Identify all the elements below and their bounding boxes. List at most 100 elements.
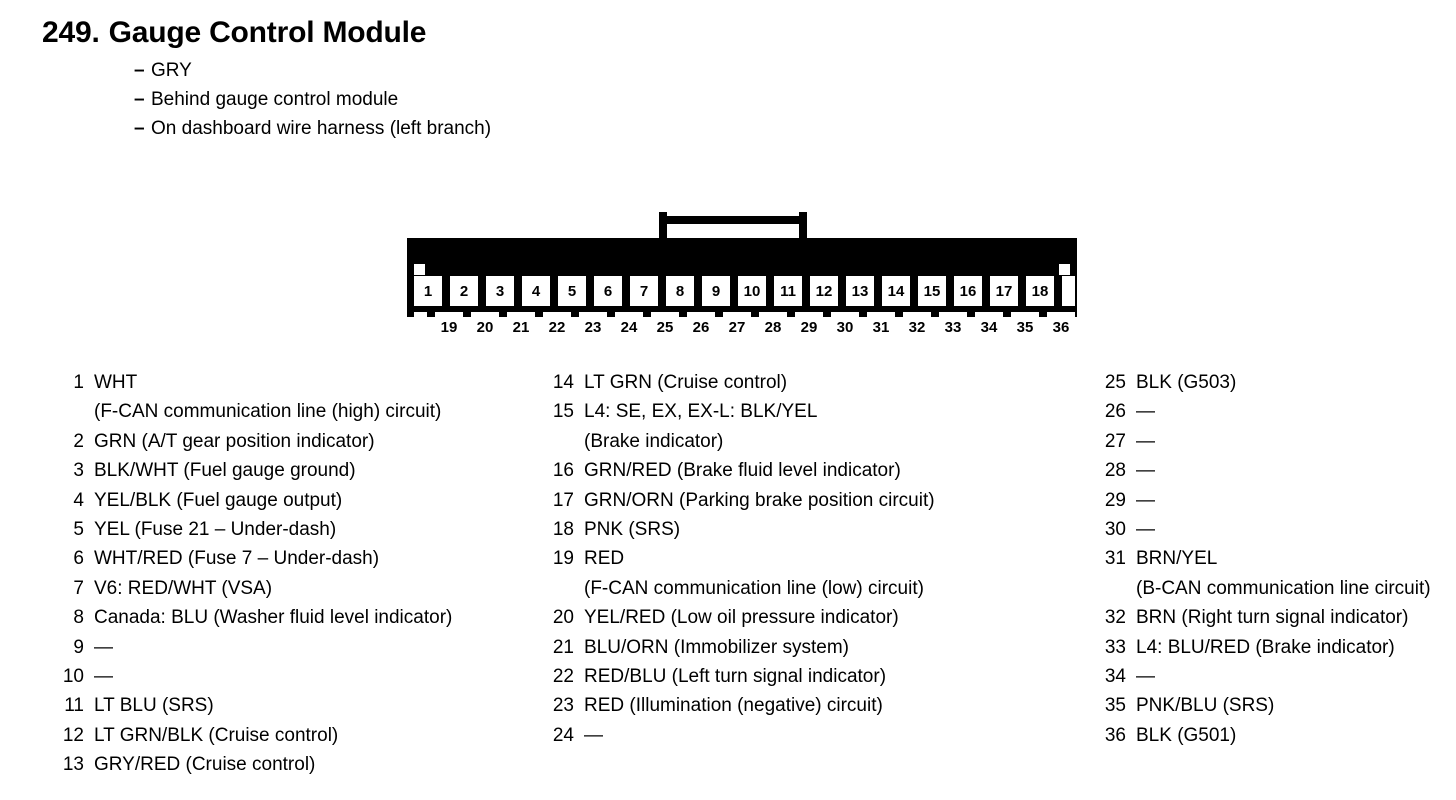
connector-pin-26[interactable]: 26 [687,312,715,342]
connector-pin-17[interactable]: 17 [990,276,1018,306]
connector-pin-23[interactable]: 23 [579,312,607,342]
legend-pin-description-line1: PNK/BLU (SRS) [1136,695,1275,717]
connector-pin-13[interactable]: 13 [846,276,874,306]
legend-pin-number: 16 [552,460,574,482]
legend-entry-pin-9: 9— [58,633,495,662]
legend-entry-pin-5: 5 YEL (Fuse 21 – Under-dash) [58,515,495,544]
descriptor-list: –GRY–Behind gauge control module–On dash… [42,56,491,143]
connector-blank-cavity-bottom-left [414,312,427,342]
legend-pin-description-line1: — [1136,401,1155,423]
legend-pin-description-line1: YEL (Fuse 21 – Under-dash) [94,519,337,541]
legend-pin-description: — [1136,662,1155,691]
connector-pin-19[interactable]: 19 [435,312,463,342]
legend-entry-pin-6: 6 WHT/RED (Fuse 7 – Under-dash) [58,544,495,573]
connector-pin-20[interactable]: 20 [471,312,499,342]
legend-pin-description: BLU/ORN (Immobilizer system) [584,633,849,662]
connector-pin-6[interactable]: 6 [594,276,622,306]
connector-pin-8[interactable]: 8 [666,276,694,306]
legend-pin-number: 35 [1104,695,1126,717]
legend-pin-description-line2: (F-CAN communication line (low) circuit) [584,577,924,599]
legend-pin-number: 3 [73,460,84,482]
legend-pin-description-line1: BLK/WHT (Fuel gauge ground) [94,460,356,482]
legend-pin-number: 6 [73,548,84,570]
connector-pin-29[interactable]: 29 [795,312,823,342]
connector-pin-30[interactable]: 30 [831,312,859,342]
legend-pin-description-line1: L4: BLU/RED (Brake indicator) [1136,636,1395,658]
legend-pin-description-line1: BRN/YEL [1136,548,1218,570]
connector-pin-31[interactable]: 31 [867,312,895,342]
connector-pin-11[interactable]: 11 [774,276,802,306]
legend-pin-number: 5 [73,519,84,541]
legend-pin-description: YEL/BLK (Fuel gauge output) [94,486,495,515]
connector-pin-21[interactable]: 21 [507,312,535,342]
legend-pin-description-line1: WHT/RED (Fuse 7 – Under-dash) [94,548,380,570]
connector-pin-12[interactable]: 12 [810,276,838,306]
legend-pin-number: 2 [73,430,84,452]
locator-tab-mid-left [540,256,558,265]
legend-pin-number: 14 [552,372,574,393]
legend-pin-number: 32 [1104,607,1126,629]
legend-pin-number: 9 [73,636,84,658]
connector-pin-32[interactable]: 32 [903,312,931,342]
legend-pin-number: 11 [64,695,84,717]
connector-pin-18[interactable]: 18 [1026,276,1054,306]
legend-pin-number: 25 [1104,372,1126,393]
connector-pin-4[interactable]: 4 [522,276,550,306]
connector-pin-27[interactable]: 27 [723,312,751,342]
connector-pin-33[interactable]: 33 [939,312,967,342]
connector-pin-24[interactable]: 24 [615,312,643,342]
connector-pin-15[interactable]: 15 [918,276,946,306]
descriptor-row: –On dashboard wire harness (left branch) [134,114,491,143]
connector-pin-2[interactable]: 2 [450,276,478,306]
legend-column-2: 14 LT GRN (Cruise control) 15 L4: SE, EX, E… [0,368,935,780]
connector-pin-28[interactable]: 28 [759,312,787,342]
legend-pin-description-line2: (B-CAN communication line circuit) [1136,577,1431,599]
legend-pin-description-line1: Canada: BLU (Washer fluid level indicato… [94,607,453,629]
legend-pin-description: PNK (SRS) [584,515,680,544]
legend-pin-number: 4 [73,489,84,511]
legend-pin-description: — [94,662,495,691]
connector-pin-36[interactable]: 36 [1047,312,1075,342]
connector-pin-9[interactable]: 9 [702,276,730,306]
connector-pin-35[interactable]: 35 [1011,312,1039,342]
legend-pin-number: 28 [1104,460,1126,482]
legend-pin-description: GRN/RED (Brake fluid level indicator) [584,456,901,485]
descriptor-row: –GRY [134,56,491,85]
locator-tab-left [432,256,450,265]
connector-pin-16[interactable]: 16 [954,276,982,306]
legend-pin-description: LT GRN (Cruise control) [584,368,787,397]
legend-pin-description-line1: YEL/RED (Low oil pressure indicator) [584,607,899,629]
legend-pin-description-line1: — [1136,519,1155,541]
legend-pin-number: 26 [1104,401,1126,423]
connector-pin-1[interactable]: 1 [414,276,442,306]
legend-pin-number: 30 [1104,519,1126,541]
pin-row-bottom: 19 20 21 22 23 24 25 26 27 28 29 30 31 32 33 34 35 36 [414,312,1083,342]
connector-pin-34[interactable]: 34 [975,312,1003,342]
connector-pin-7[interactable]: 7 [630,276,658,306]
connector-pin-10[interactable]: 10 [738,276,766,306]
legend-pin-number: 29 [1104,489,1126,511]
connector-pin-22[interactable]: 22 [543,312,571,342]
legend-pin-description: — [1136,427,1155,456]
legend-pin-description-line1: LT GRN/BLK (Cruise control) [94,724,339,746]
legend-pin-description: L4: SE, EX, EX-L: BLK/YEL(Brake indicato… [584,397,817,456]
connector-pin-14[interactable]: 14 [882,276,910,306]
legend-pin-description: — [94,633,495,662]
header-block: 249.Gauge Control Module –GRY–Behind gau… [42,14,491,143]
legend-pin-number: 27 [1104,430,1126,452]
legend-pin-number: 34 [1104,666,1126,688]
connector-pin-5[interactable]: 5 [558,276,586,306]
legend-entry-pin-4: 4 YEL/BLK (Fuel gauge output) [58,486,495,515]
legend-pin-description: GRN/ORN (Parking brake position circuit) [584,486,935,515]
connector-pin-25[interactable]: 25 [651,312,679,342]
legend-pin-number: 15 [552,401,574,423]
locator-tab-mid-right [936,256,954,265]
connector-pin-3[interactable]: 3 [486,276,514,306]
legend-pin-description-line1: — [1136,460,1155,482]
